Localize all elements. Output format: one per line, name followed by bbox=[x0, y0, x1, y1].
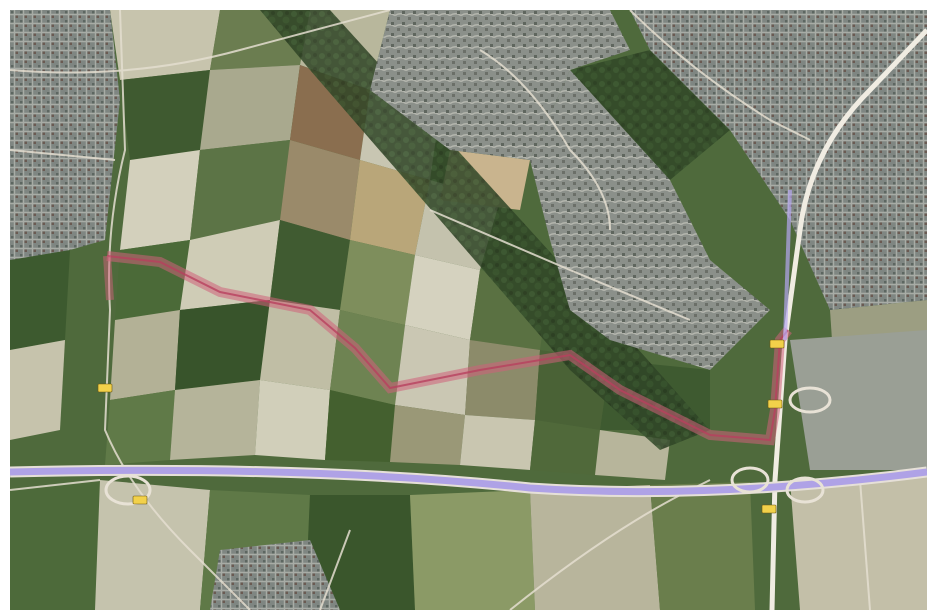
satellite-map[interactable] bbox=[10, 10, 927, 610]
highlighted-route bbox=[103, 189, 792, 446]
route-shield-icon bbox=[132, 495, 148, 505]
route-shield-icon bbox=[97, 383, 113, 393]
route-shields bbox=[97, 339, 785, 514]
motorway-highlight bbox=[10, 466, 927, 496]
road-east-north-south bbox=[769, 28, 927, 610]
map-view[interactable] bbox=[10, 10, 927, 610]
woodland-north bbox=[570, 50, 730, 180]
town-central bbox=[530, 70, 770, 370]
motorway bbox=[10, 464, 927, 498]
route-shield-icon bbox=[769, 339, 785, 349]
town-southwest bbox=[210, 540, 340, 610]
junctions bbox=[104, 386, 832, 506]
urban-areas bbox=[10, 10, 927, 610]
route-shield-icon bbox=[761, 504, 777, 514]
minor-roads bbox=[10, 10, 871, 610]
industrial-east bbox=[790, 330, 927, 470]
town-northeast bbox=[630, 10, 927, 310]
town-northwest bbox=[10, 10, 120, 260]
woodland-strip bbox=[260, 10, 710, 450]
route-shield-icon bbox=[767, 399, 783, 409]
town-north bbox=[370, 10, 630, 160]
